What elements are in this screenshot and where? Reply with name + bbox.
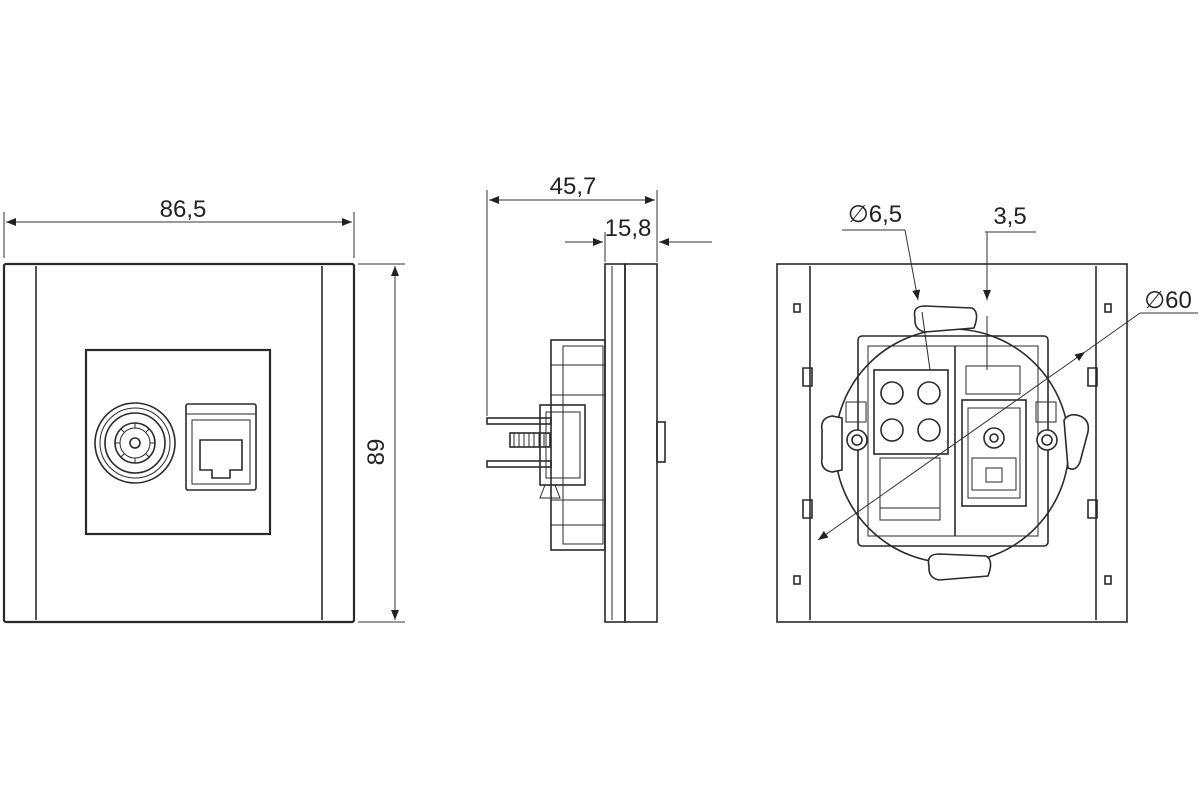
back-hole-leader (904, 229, 921, 301)
side-front-stub (656, 421, 666, 463)
back-hole-diameter-label: ∅6,5 (848, 201, 902, 228)
back-mount-slots (793, 303, 1112, 585)
back-gap-label: 3,5 (993, 203, 1026, 230)
back-frame-outline (776, 263, 1128, 623)
rj45-socket-front (185, 403, 257, 491)
front-width-label: 86,5 (160, 196, 207, 223)
back-diameter-line (817, 351, 1086, 541)
front-insert-plate (84, 348, 272, 536)
side-frame (604, 263, 626, 623)
back-mount-diameter-label: ∅60 (1144, 287, 1192, 314)
side-view: 45,7 15,8 (486, 173, 712, 623)
coax-socket (94, 402, 176, 484)
back-edge-clips (802, 367, 1098, 519)
front-height-label: 89 (363, 439, 390, 466)
front-frame-outline (2, 262, 356, 624)
back-diameter-leader (1084, 312, 1141, 353)
side-front-plate (624, 263, 658, 623)
back-hole-leader-2 (921, 311, 931, 371)
back-mechanism (857, 335, 1049, 547)
side-mechanism-body (486, 339, 606, 551)
side-depth-front-label: 15,8 (605, 215, 652, 242)
side-depth-total-label: 45,7 (550, 173, 597, 200)
front-view: 86,5 89 (2, 196, 405, 624)
back-view: ∅60 ∅6,5 3,5 (776, 201, 1198, 623)
